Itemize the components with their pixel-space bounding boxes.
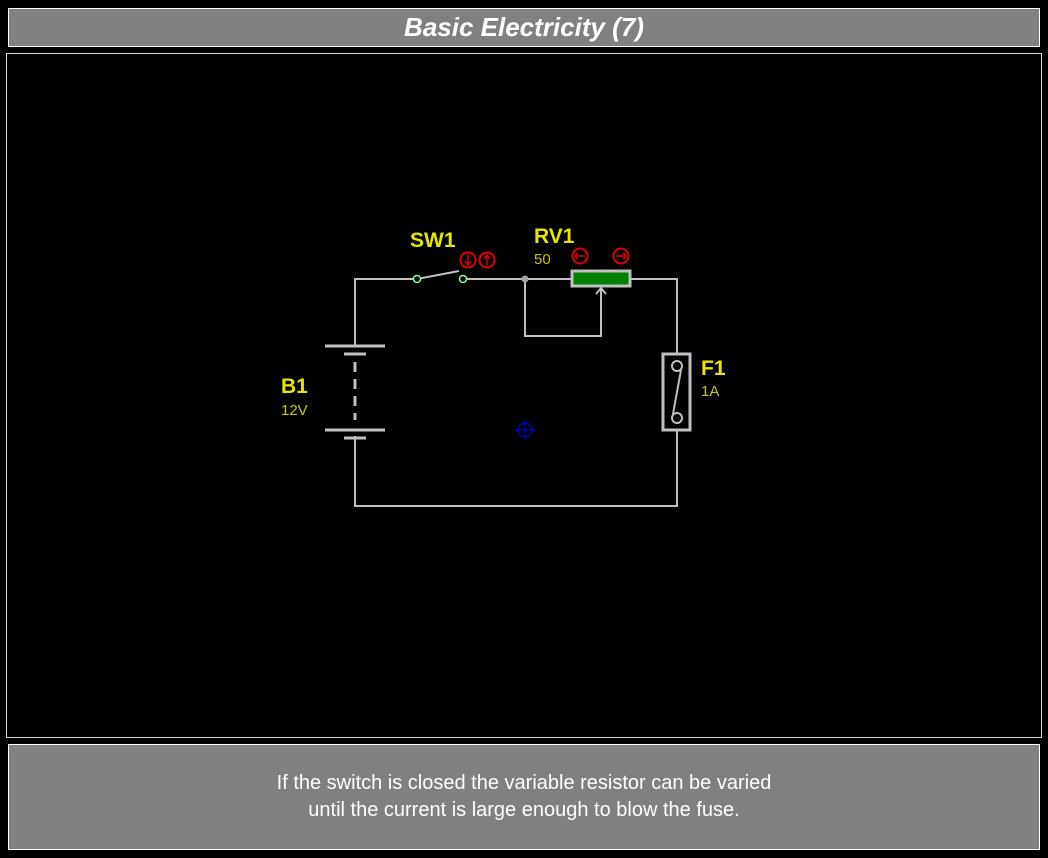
switch-sw1[interactable] [412, 270, 468, 284]
switch-label: SW1 [410, 229, 456, 252]
battery-label: B1 [281, 375, 308, 398]
resistor-decrease-button[interactable] [571, 247, 589, 265]
fuse-label: F1 [701, 357, 726, 380]
wire-resistor-bypass [524, 279, 602, 337]
schematic-svg: B1 12V SW1 [281, 225, 726, 507]
resistor-value: 50 [534, 251, 551, 268]
switch-open-button[interactable] [478, 251, 496, 269]
fuse-value: 1A [701, 383, 719, 400]
caption-line-1: If the switch is closed the variable res… [276, 772, 772, 794]
crosshair-icon [515, 420, 535, 440]
resistor-label: RV1 [534, 225, 575, 248]
caption-line-2: until the current is large enough to blo… [308, 799, 740, 821]
fuse-f1[interactable] [661, 352, 692, 432]
resistor-increase-button[interactable] [612, 247, 630, 265]
junction-dot [521, 275, 529, 283]
wire-right-bottom [354, 430, 678, 507]
switch-close-button[interactable] [459, 251, 477, 269]
battery-b1[interactable] [325, 344, 385, 440]
battery-value: 12V [281, 402, 308, 419]
page-title: Basic Electricity (7) [404, 12, 644, 42]
wires [354, 278, 678, 507]
wire-right-top [630, 278, 678, 354]
schematic-canvas[interactable]: B1 12V SW1 [6, 53, 1042, 738]
title-bar: Basic Electricity (7) [8, 8, 1040, 47]
caption-bar: If the switch is closed the variable res… [8, 744, 1040, 850]
wire-left-top [354, 278, 416, 346]
resistor-rv1[interactable] [570, 269, 632, 302]
